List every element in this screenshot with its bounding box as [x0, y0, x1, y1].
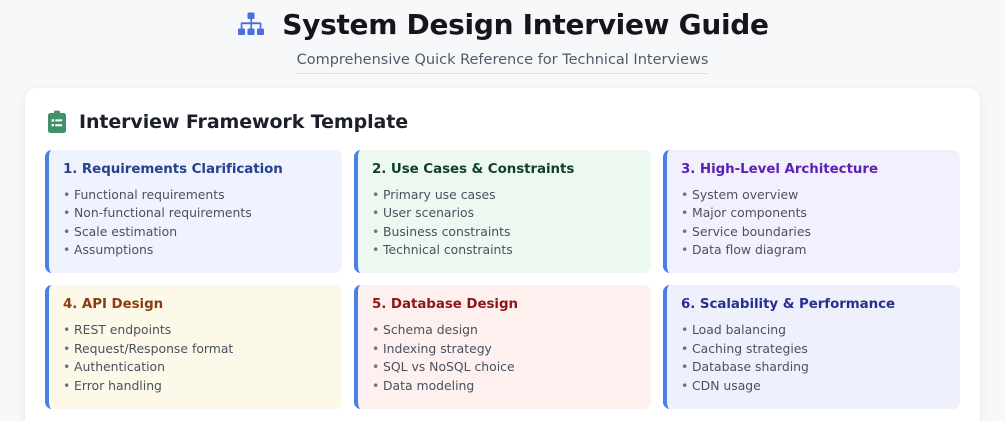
list-item: Technical constraints [372, 241, 637, 260]
card-list: Load balancing Caching strategies Databa… [681, 321, 946, 396]
list-item: Request/Response format [63, 340, 328, 359]
subtitle-wrap: Comprehensive Quick Reference for Techni… [0, 51, 1005, 74]
framework-card[interactable]: 2. Use Cases & Constraints Primary use c… [354, 150, 651, 274]
list-item: Business constraints [372, 223, 637, 242]
list-item: Assumptions [63, 241, 328, 260]
framework-card[interactable]: 5. Database Design Schema design Indexin… [354, 285, 651, 409]
card-list: Primary use cases User scenarios Busines… [372, 186, 637, 260]
panel-title: Interview Framework Template [79, 111, 408, 133]
framework-card[interactable]: 4. API Design REST endpoints Request/Res… [45, 285, 342, 409]
list-item: Error handling [63, 377, 328, 396]
framework-panel: Interview Framework Template 1. Requirem… [25, 88, 980, 421]
card-title: 4. API Design [63, 297, 164, 313]
list-item: Schema design [372, 321, 637, 340]
list-item: Major components [681, 204, 946, 223]
page-title: System Design Interview Guide [282, 8, 769, 41]
list-item: Data modeling [372, 377, 637, 396]
list-item: Load balancing [681, 321, 946, 340]
list-item: User scenarios [372, 204, 637, 223]
panel-header: Interview Framework Template [45, 106, 960, 134]
sitemap-icon [236, 11, 266, 39]
list-item: Authentication [63, 358, 328, 377]
card-list: Functional requirements Non-functional r… [63, 186, 328, 260]
page-subtitle: Comprehensive Quick Reference for Techni… [296, 51, 709, 74]
list-item: System overview [681, 186, 946, 205]
card-list: System overview Major components Service… [681, 186, 946, 260]
card-title: 3. High-Level Architecture [681, 162, 878, 177]
card-list: Schema design Indexing strategy SQL vs N… [372, 321, 637, 396]
list-item: REST endpoints [63, 321, 328, 340]
card-title: 2. Use Cases & Constraints [372, 162, 575, 177]
framework-grid: 1. Requirements Clarification Functional… [45, 150, 960, 409]
card-list: REST endpoints Request/Response format A… [63, 321, 328, 396]
card-title: 1. Requirements Clarification [63, 162, 283, 177]
title-row: System Design Interview Guide [0, 8, 1005, 42]
list-item: Caching strategies [681, 340, 946, 359]
list-item: Non-functional requirements [63, 204, 328, 223]
list-item: Indexing strategy [372, 340, 637, 359]
list-item: Service boundaries [681, 223, 946, 242]
card-title: 5. Database Design [372, 297, 518, 313]
list-item: Database sharding [681, 358, 946, 377]
framework-card[interactable]: 6. Scalability & Performance Load balanc… [663, 285, 960, 409]
card-title: 6. Scalability & Performance [681, 297, 896, 313]
clipboard-icon [47, 110, 67, 134]
framework-card[interactable]: 3. High-Level Architecture System overvi… [663, 150, 960, 274]
list-item: Primary use cases [372, 186, 637, 205]
framework-card[interactable]: 1. Requirements Clarification Functional… [45, 150, 342, 274]
list-item: SQL vs NoSQL choice [372, 358, 637, 377]
list-item: Data flow diagram [681, 241, 946, 260]
list-item: CDN usage [681, 377, 946, 396]
page-header: System Design Interview Guide Comprehens… [0, 0, 1005, 74]
list-item: Functional requirements [63, 186, 328, 205]
list-item: Scale estimation [63, 223, 328, 242]
